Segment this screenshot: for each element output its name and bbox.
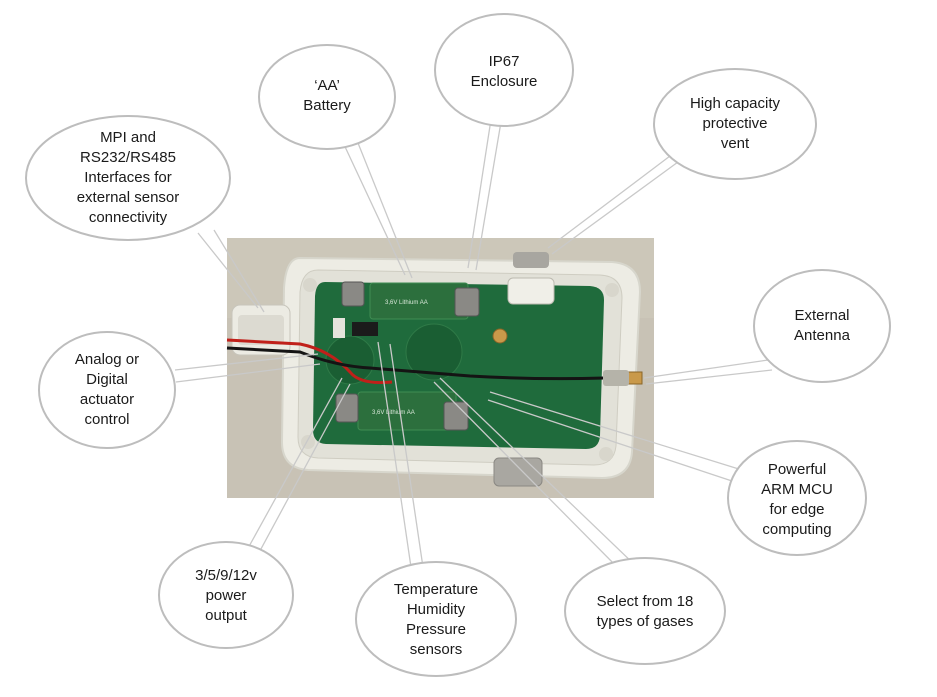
callout-line: Pressure [405, 621, 467, 638]
pointer-antenna [643, 359, 773, 385]
external-antenna-connector [627, 371, 643, 385]
callout-thp: Temperature Humidity Pressure sensors [366, 578, 506, 662]
callout-line: Interfaces for [84, 169, 172, 186]
callout-line: connectivity [88, 209, 168, 226]
bubble-battery [258, 44, 396, 150]
callout-vent: High capacity protective vent [665, 92, 805, 156]
callout-line: control [84, 411, 130, 428]
callout-battery: ‘AA’ Battery [267, 74, 387, 118]
sensor-footprint [405, 323, 463, 381]
bubble-thp [355, 561, 517, 677]
bubble-mcu [727, 440, 867, 556]
callout-line: computing [762, 521, 832, 538]
bubble-analog [38, 331, 176, 449]
callout-line: sensors [409, 641, 463, 658]
callout-line: 3/5/9/12v [195, 567, 257, 584]
callout-line: Humidity [406, 601, 466, 618]
callout-line: Select from 18 [596, 593, 694, 610]
callout-mcu: Powerful ARM MCU for edge computing [737, 458, 857, 542]
bubble-gases [564, 557, 726, 665]
callout-line: Analog or [74, 351, 140, 368]
red-wire [226, 338, 393, 384]
pointer-gases [433, 377, 637, 573]
callout-line: Temperature [393, 581, 479, 598]
callout-analog: Analog or Digital actuator control [47, 348, 167, 432]
battery-clip [454, 287, 480, 317]
pointer-mcu-2 [487, 399, 739, 484]
callout-power: 3/5/9/12v power output [166, 564, 286, 628]
pointer-lines [174, 112, 773, 575]
antenna-connector [492, 328, 508, 344]
pointer-thp [377, 341, 425, 575]
callout-gases: Select from 18 types of gases [575, 590, 715, 634]
callout-line: External [794, 307, 850, 324]
callout-mpi: MPI and RS232/RS485 Interfaces for exter… [38, 124, 218, 232]
battery-print-bottom: 3,6V Lithium AA [372, 410, 415, 416]
callout-line: external sensor [76, 189, 180, 206]
callout-line: ARM MCU [761, 481, 833, 498]
callout-bubbles [25, 13, 891, 677]
sensor-footprint [325, 335, 375, 385]
callout-line: High capacity [689, 95, 781, 112]
bubble-vent [653, 68, 817, 180]
callout-line: for edge [769, 501, 825, 518]
pointer-analog [174, 353, 321, 383]
bottom-gland [493, 457, 543, 487]
callout-line: RS232/RS485 [80, 149, 176, 166]
pointer-mcu-1 [489, 391, 743, 471]
callout-line: MPI and [100, 129, 156, 146]
callout-line: types of gases [596, 613, 694, 630]
bubble-mpi [25, 115, 231, 241]
callout-line: Antenna [794, 327, 850, 344]
bubble-antenna [753, 269, 891, 383]
bubble-power [158, 541, 294, 649]
callout-antenna: External Antenna [762, 304, 882, 348]
pointer-power [235, 377, 351, 574]
battery-clip [341, 281, 365, 307]
callout-ip67: IP67 Enclosure [444, 50, 564, 94]
callout-line: Battery [303, 97, 351, 114]
callout-line: ‘AA’ [314, 77, 340, 94]
callout-line: power [205, 587, 247, 604]
pointer-vent [547, 155, 679, 255]
bubble-ip67 [434, 13, 574, 127]
pointer-mpi [197, 229, 265, 313]
callout-line: protective [702, 115, 768, 132]
pin-header [352, 322, 378, 336]
callout-line: output [205, 607, 247, 624]
callout-line: IP67 [488, 53, 520, 70]
callout-line: Powerful [767, 461, 827, 478]
black-wire [226, 346, 626, 381]
battery-print-top: 3,6V Lithium AA [385, 300, 428, 306]
pointer-battery [339, 135, 413, 279]
battery-clip [443, 401, 469, 431]
pointer-ip67 [467, 112, 503, 271]
battery-clip [335, 393, 359, 423]
callout-line: vent [720, 135, 750, 152]
callout-line: actuator [79, 391, 135, 408]
device-photo: 3,6V Lithium AA 3,6V Lithium AA [226, 238, 654, 498]
callout-line: Digital [86, 371, 128, 388]
callout-line: Enclosure [470, 73, 538, 90]
vent-plug [507, 277, 555, 305]
